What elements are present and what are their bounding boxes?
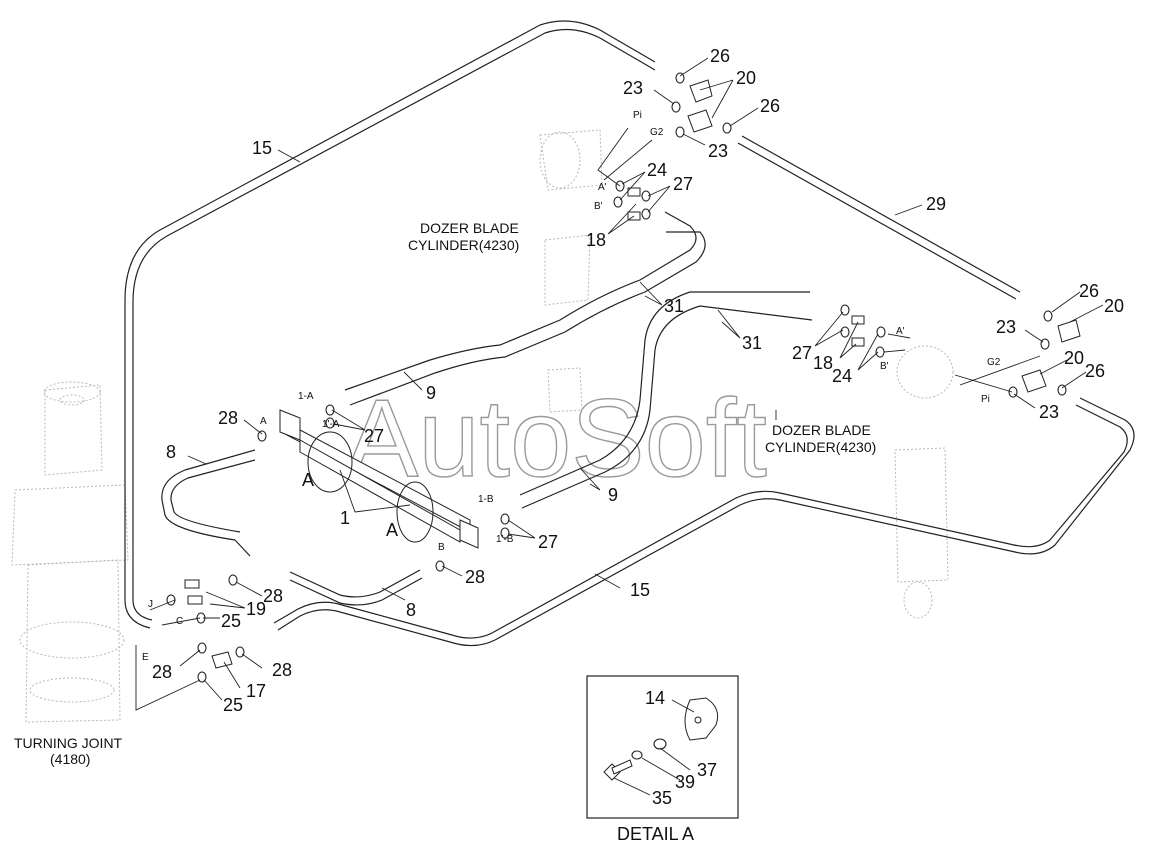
- detail-a-reference: A: [386, 520, 398, 540]
- part-number: 8: [166, 442, 176, 462]
- part-number: 28: [263, 586, 283, 606]
- part-number: 35: [652, 788, 672, 808]
- hose-8: [161, 449, 423, 606]
- port-label: 1-A: [298, 391, 314, 402]
- dozer-cylinder-top-ghost: [539, 129, 603, 413]
- part-number: 18: [813, 353, 833, 373]
- port-label: G2: [650, 127, 664, 138]
- part-number: 28: [465, 567, 485, 587]
- hose-9-lower: [519, 291, 813, 509]
- port-label: A: [260, 416, 267, 427]
- part-number: 26: [760, 96, 780, 116]
- part-number: 18: [586, 230, 606, 250]
- part-number: 20: [1064, 348, 1084, 368]
- leader-lines: [135, 57, 1104, 711]
- part-number: 26: [1085, 361, 1105, 381]
- part-number: 26: [710, 46, 730, 66]
- part-number: 27: [538, 532, 558, 552]
- hose-15-bottom: [273, 397, 1135, 647]
- part-number: 26: [1079, 281, 1099, 301]
- turning-joint-caption-1: TURNING JOINT: [14, 735, 123, 751]
- part-number: 25: [223, 695, 243, 715]
- part-number: 23: [996, 317, 1016, 337]
- part-number: 9: [608, 485, 618, 505]
- hose-9-upper: [344, 211, 706, 406]
- detail-a-title: DETAIL A: [617, 824, 694, 844]
- part-number: 31: [742, 333, 762, 353]
- part-number: 37: [697, 760, 717, 780]
- port-label: 1'-B: [496, 534, 514, 545]
- part-number: 20: [1104, 296, 1124, 316]
- port-label: A': [598, 182, 607, 193]
- part-number: 24: [832, 366, 852, 386]
- turning-joint-ghost: [11, 381, 129, 723]
- port-label: Pi: [633, 110, 642, 121]
- part-number: 28: [152, 662, 172, 682]
- part-number: 29: [926, 194, 946, 214]
- part-number: 20: [736, 68, 756, 88]
- part-number: 15: [630, 580, 650, 600]
- part-number: 24: [647, 160, 667, 180]
- part-number: 23: [1039, 402, 1059, 422]
- port-label: E: [142, 652, 149, 663]
- part-number: 8: [406, 600, 416, 620]
- part-number: 28: [272, 660, 292, 680]
- port-label: C: [176, 616, 183, 627]
- fittings: [166, 72, 1081, 683]
- part-number: 17: [246, 681, 266, 701]
- port-label: B': [594, 201, 603, 212]
- part-number: 15: [252, 138, 272, 158]
- part-number: 27: [792, 343, 812, 363]
- port-label: Pi: [981, 394, 990, 405]
- part-number: 23: [623, 78, 643, 98]
- part-number: 9: [426, 383, 436, 403]
- part-number: 39: [675, 772, 695, 792]
- watermark-text: AutoSoft: [345, 377, 767, 500]
- dozer-cylinder-right-caption-1: DOZER BLADE: [772, 422, 871, 438]
- dozer-cylinder-top-caption-1: DOZER BLADE: [420, 220, 519, 236]
- port-label: A': [896, 326, 905, 337]
- port-label: B': [880, 361, 889, 372]
- port-label: 1'-A: [322, 419, 340, 430]
- detail-a-reference: A: [302, 470, 314, 490]
- part-number: 14: [645, 688, 665, 708]
- dozer-cylinder-right-ghost: [894, 345, 954, 619]
- part-number: 28: [218, 408, 238, 428]
- part-number: 25: [221, 611, 241, 631]
- turning-joint-caption-2: (4180): [50, 751, 90, 767]
- hose-29: [737, 135, 1021, 300]
- port-label: G2: [987, 357, 1001, 368]
- part-number: 23: [708, 141, 728, 161]
- dozer-cylinder-right-caption-2: CYLINDER(4230): [765, 439, 876, 455]
- port-label: B: [438, 542, 445, 553]
- part-number: 27: [364, 426, 384, 446]
- port-label: 1-B: [478, 494, 494, 505]
- part-number: 1: [340, 508, 350, 528]
- mounting-rail-1: [279, 409, 479, 549]
- part-number: 27: [673, 174, 693, 194]
- port-label: J: [148, 599, 153, 610]
- dozer-cylinder-top-caption-2: CYLINDER(4230): [408, 237, 519, 253]
- part-number: 31: [664, 296, 684, 316]
- detail-a-box: [586, 675, 739, 819]
- part-number: 19: [246, 599, 266, 619]
- hose-15-top: [124, 20, 656, 629]
